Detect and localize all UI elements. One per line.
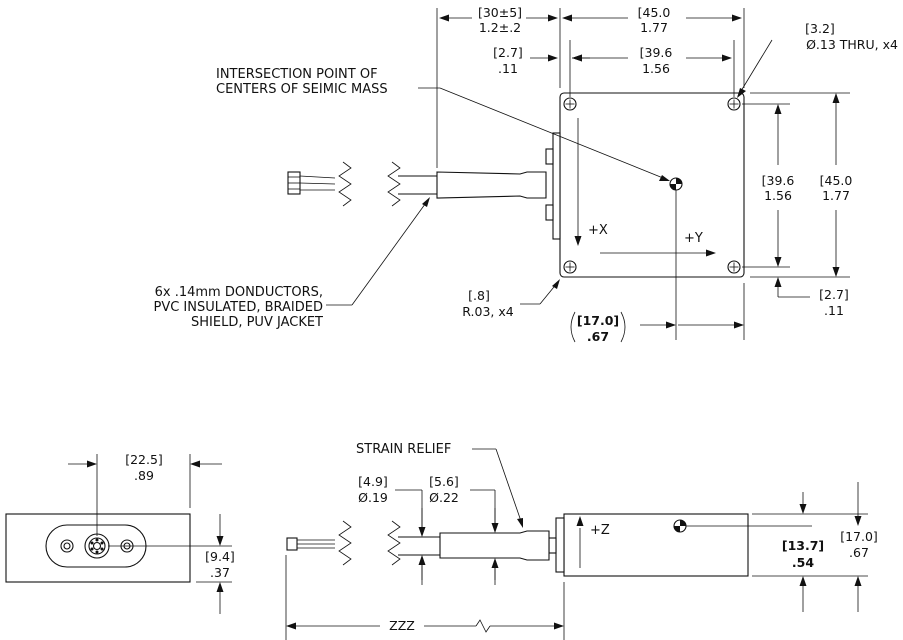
side-view: +Z STRAIN RELIEF [4.9] Ø.19: [285, 442, 878, 640]
svg-text:1.2±.2: 1.2±.2: [479, 20, 521, 35]
dim-hole-edge-x: [2.7] .11: [493, 45, 590, 76]
side-seismic-mass-icon: [673, 519, 687, 533]
svg-text:[5.6]: [5.6]: [429, 474, 459, 489]
svg-text:Ø.22: Ø.22: [429, 490, 459, 505]
svg-text:[.8]: [.8]: [468, 288, 490, 303]
svg-text:.67: .67: [587, 329, 609, 344]
end-view: [22.5] .89 [9.4] .37: [5, 452, 235, 614]
cable-mount-plate: [552, 132, 561, 240]
dim-mass-position-z: [17.0] .67: [840, 482, 878, 612]
svg-text:[4.9]: [4.9]: [358, 474, 388, 489]
svg-text:6x .14mm DONDUCTORS,: 6x .14mm DONDUCTORS,: [155, 285, 323, 300]
svg-text:1.77: 1.77: [640, 20, 668, 35]
mounting-hole: [563, 97, 577, 111]
note-strain-relief: STRAIN RELIEF: [356, 442, 523, 528]
svg-text:PVC INSULATED, BRAIDED: PVC INSULATED, BRAIDED: [153, 300, 323, 315]
note-seismic-mass: INTERSECTION POINT OF CENTERS OF SEIMIC …: [216, 67, 670, 181]
dim-cable-total-length: ZZZ: [286, 618, 564, 633]
dim-cable-length: [30±5] 1.2±.2: [439, 5, 558, 35]
svg-text:INTERSECTION POINT OF: INTERSECTION POINT OF: [216, 67, 378, 82]
svg-text:[3.2]: [3.2]: [805, 21, 835, 36]
dim-mass-position-y: [17.0] .67: [570, 311, 744, 344]
svg-text:.37: .37: [210, 565, 230, 580]
svg-text:.89: .89: [134, 468, 154, 483]
top-view: +X +Y [30±5] 1.2±.2 [45.0: [153, 5, 897, 344]
dim-body-height: [45.0 1.77: [820, 93, 853, 277]
svg-text:[2.7]: [2.7]: [819, 287, 849, 302]
svg-text:.54: .54: [792, 555, 814, 570]
dim-relief-diameter: [5.6] Ø.22: [429, 474, 499, 585]
svg-text:.67: .67: [849, 545, 869, 560]
svg-text:Ø.13 THRU, x4: Ø.13 THRU, x4: [806, 37, 898, 52]
dim-hole-spacing-x: [39.6 1.56: [572, 45, 732, 76]
dim-body-width: [45.0 1.77: [562, 5, 742, 35]
svg-text:STRAIN RELIEF: STRAIN RELIEF: [356, 442, 451, 457]
sensor-body: [559, 92, 745, 278]
svg-text:1.77: 1.77: [822, 188, 850, 203]
dim-cable-diameter: [4.9] Ø.19: [358, 474, 426, 585]
mounting-hole: [727, 260, 741, 274]
svg-text:[39.6: [39.6: [640, 45, 673, 60]
side-view-body: [563, 513, 749, 577]
svg-text:Ø.19: Ø.19: [358, 490, 388, 505]
connector-icon: [84, 533, 110, 559]
svg-text:[30±5]: [30±5]: [478, 5, 522, 20]
svg-text:.11: .11: [498, 61, 518, 76]
break-line: [387, 161, 401, 207]
dim-hole-spacing-y: [39.6 1.56: [762, 104, 795, 267]
svg-text:[39.6: [39.6: [762, 173, 795, 188]
y-axis-label: +Y: [684, 231, 703, 246]
side-strain-relief: [439, 530, 550, 561]
svg-text:SHIELD, PUV JACKET: SHIELD, PUV JACKET: [191, 315, 323, 330]
callout-corner-radius: [.8] R.03, x4: [462, 279, 560, 319]
side-wire-leads: [286, 537, 335, 551]
svg-text:[13.7]: [13.7]: [782, 538, 824, 553]
z-axis-label: +Z: [590, 523, 610, 538]
svg-text:.11: .11: [824, 303, 844, 318]
svg-text:1.56: 1.56: [764, 188, 792, 203]
wire-leads: [287, 171, 336, 195]
length-break-icon: [475, 619, 491, 633]
dim-connector-height: [9.4] .37: [205, 514, 235, 614]
svg-text:CENTERS OF SEIMIC MASS: CENTERS OF SEIMIC MASS: [216, 82, 388, 97]
svg-text:1.56: 1.56: [642, 61, 670, 76]
svg-text:[9.4]: [9.4]: [205, 549, 235, 564]
cable-strain-relief: [436, 171, 547, 199]
note-cable-spec: 6x .14mm DONDUCTORS, PVC INSULATED, BRAI…: [153, 197, 430, 330]
x-axis-label: +X: [588, 223, 608, 238]
mounting-hole: [563, 260, 577, 274]
svg-text:[45.0: [45.0: [638, 5, 671, 20]
seismic-mass-center-icon: [669, 177, 683, 191]
dim-body-thickness: [13.7] .54: [782, 492, 824, 612]
mounting-hole: [727, 97, 741, 111]
svg-text:[17.0]: [17.0]: [577, 313, 619, 328]
svg-text:R.03, x4: R.03, x4: [462, 304, 513, 319]
svg-text:[22.5]: [22.5]: [125, 452, 163, 467]
svg-text:[45.0: [45.0: [820, 173, 853, 188]
callout-hole-diameter: [3.2] Ø.13 THRU, x4: [737, 21, 898, 98]
dim-hole-edge-y: [2.7] .11: [774, 277, 849, 318]
svg-text:[2.7]: [2.7]: [493, 45, 523, 60]
svg-text:[17.0]: [17.0]: [840, 529, 878, 544]
dim-connector-position: [22.5] .89: [68, 452, 222, 483]
svg-text:ZZZ: ZZZ: [389, 618, 415, 633]
